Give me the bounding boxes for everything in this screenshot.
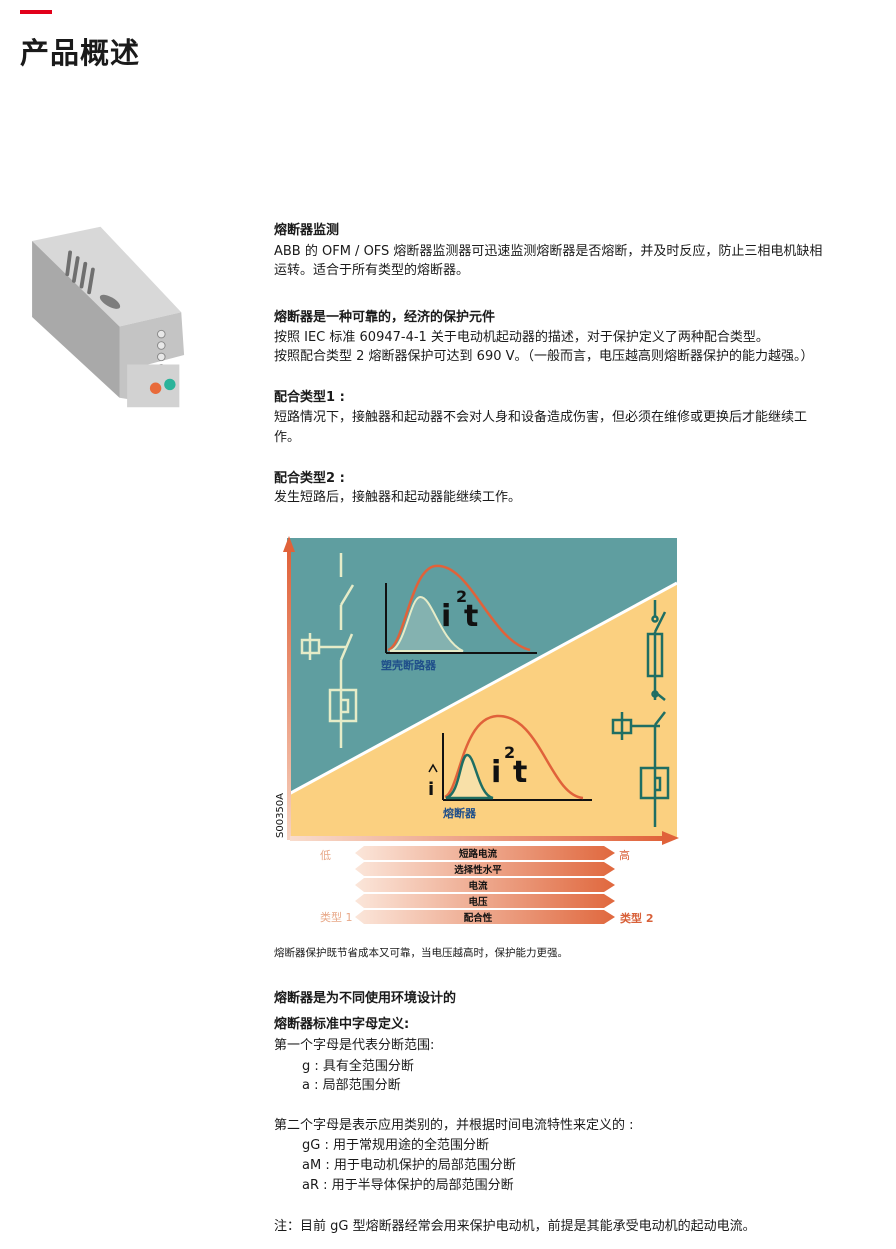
bar-selectivity-level: 选择性水平 [355, 862, 615, 876]
lower-region [287, 583, 677, 838]
svg-text:短路电流: 短路电流 [459, 848, 498, 860]
status-led-red [149, 382, 162, 394]
low-label: 低 [320, 849, 331, 862]
section-heading: 熔断器是一种可靠的，经济的保护元件 [274, 310, 496, 325]
svg-text:i: i [428, 779, 434, 800]
section-heading: 熔断器是为不同使用环境设计的 [274, 991, 457, 1006]
fuse-circuit-symbol [611, 600, 670, 827]
horizontal-arrow [662, 831, 679, 845]
section-heading: 熔断器监测 [274, 223, 340, 238]
diagram-code: S00350A [275, 793, 286, 838]
diagram-caption: 熔断器保护既节省成本又可靠，当电压越高时，保护能力更强。 [274, 947, 568, 959]
paragraph-line: 短路情况下，接触器和起动器不会对人身和设备造成伤害，但必须在维修或更换后才能继续… [274, 410, 808, 425]
divider-line [286, 581, 678, 797]
bar-short-circuit-current: 短路电流 [355, 846, 615, 860]
bar-coordination: 配合性 [355, 910, 615, 924]
fuse-monitor-product-image [32, 226, 185, 408]
vertical-arrow [283, 536, 295, 552]
section-heading: 配合类型2 : [274, 471, 345, 486]
svg-text:2: 2 [504, 743, 515, 762]
subheading: 熔断器标准中字母定义: [274, 1017, 410, 1032]
paragraph-line: 按照 IEC 标准 60947-4-1 关于电动机起动器的描述，对于保护定义了两… [274, 330, 769, 345]
list-item: g : 具有全范围分断 [302, 1059, 414, 1074]
breaker-circuit-symbol [300, 553, 358, 748]
fuse-label: 熔断器 [443, 806, 477, 820]
paragraph-line: 发生短路后，接触器和起动器能继续工作。 [274, 490, 522, 505]
svg-text:选择性水平: 选择性水平 [454, 864, 502, 876]
note: 注：目前 gG 型熔断器经常会用来保护电动机，前提是其能承受电动机的起动电流。 [274, 1219, 756, 1234]
parameter-bars: 短路电流 选择性水平 电流 电压 配合性 [355, 846, 615, 924]
svg-text:配合性: 配合性 [464, 912, 493, 924]
list-item: a : 局部范围分断 [302, 1078, 401, 1093]
paragraph-line: 第一个字母是代表分断范围: [274, 1038, 435, 1053]
status-led-green [164, 378, 176, 391]
coordination-diagram: S00350A i 2 t 塑壳断路器 i i 2 t 熔断器 [275, 536, 679, 925]
type2-label: 类型 2 [620, 911, 653, 925]
accent-bar [20, 10, 52, 14]
svg-text:电压: 电压 [468, 896, 488, 908]
svg-text:i: i [441, 599, 451, 634]
list-item: aM : 用于电动机保护的局部范围分断 [302, 1158, 516, 1173]
upper-i2t-graph: i 2 t 塑壳断路器 [381, 564, 537, 672]
paragraph-line: ABB 的 OFM / OFS 熔断器监测器可迅速监测熔断器是否熔断，并及时反应… [274, 244, 823, 259]
lower-i2t-graph: i i 2 t 熔断器 [428, 714, 592, 820]
type1-label: 类型 1 [320, 910, 353, 924]
list-item: gG : 用于常规用途的全范围分断 [302, 1138, 489, 1153]
mccb-label: 塑壳断路器 [381, 658, 437, 672]
bar-voltage: 电压 [355, 894, 615, 908]
paragraph-line: 运转。适合于所有类型的熔断器。 [274, 263, 470, 278]
svg-text:i: i [491, 755, 501, 790]
section-heading: 配合类型1 : [274, 390, 345, 405]
list-item: aR : 用于半导体保护的局部范围分断 [302, 1178, 514, 1193]
bar-current: 电流 [355, 878, 615, 892]
paragraph-line: 第二个字母是表示应用类别的，并根据时间电流特性来定义的 : [274, 1118, 634, 1133]
svg-text:2: 2 [456, 587, 467, 606]
paragraph-line: 作。 [274, 430, 301, 445]
svg-text:t: t [464, 599, 478, 634]
svg-text:t: t [513, 755, 527, 790]
svg-text:电流: 电流 [468, 880, 488, 892]
high-label: 高 [619, 848, 630, 862]
page-title: 产品概述 [20, 36, 141, 70]
paragraph-line: 按照配合类型 2 熔断器保护可达到 690 V。（一般而言，电压越高则熔断器保护… [274, 349, 814, 364]
